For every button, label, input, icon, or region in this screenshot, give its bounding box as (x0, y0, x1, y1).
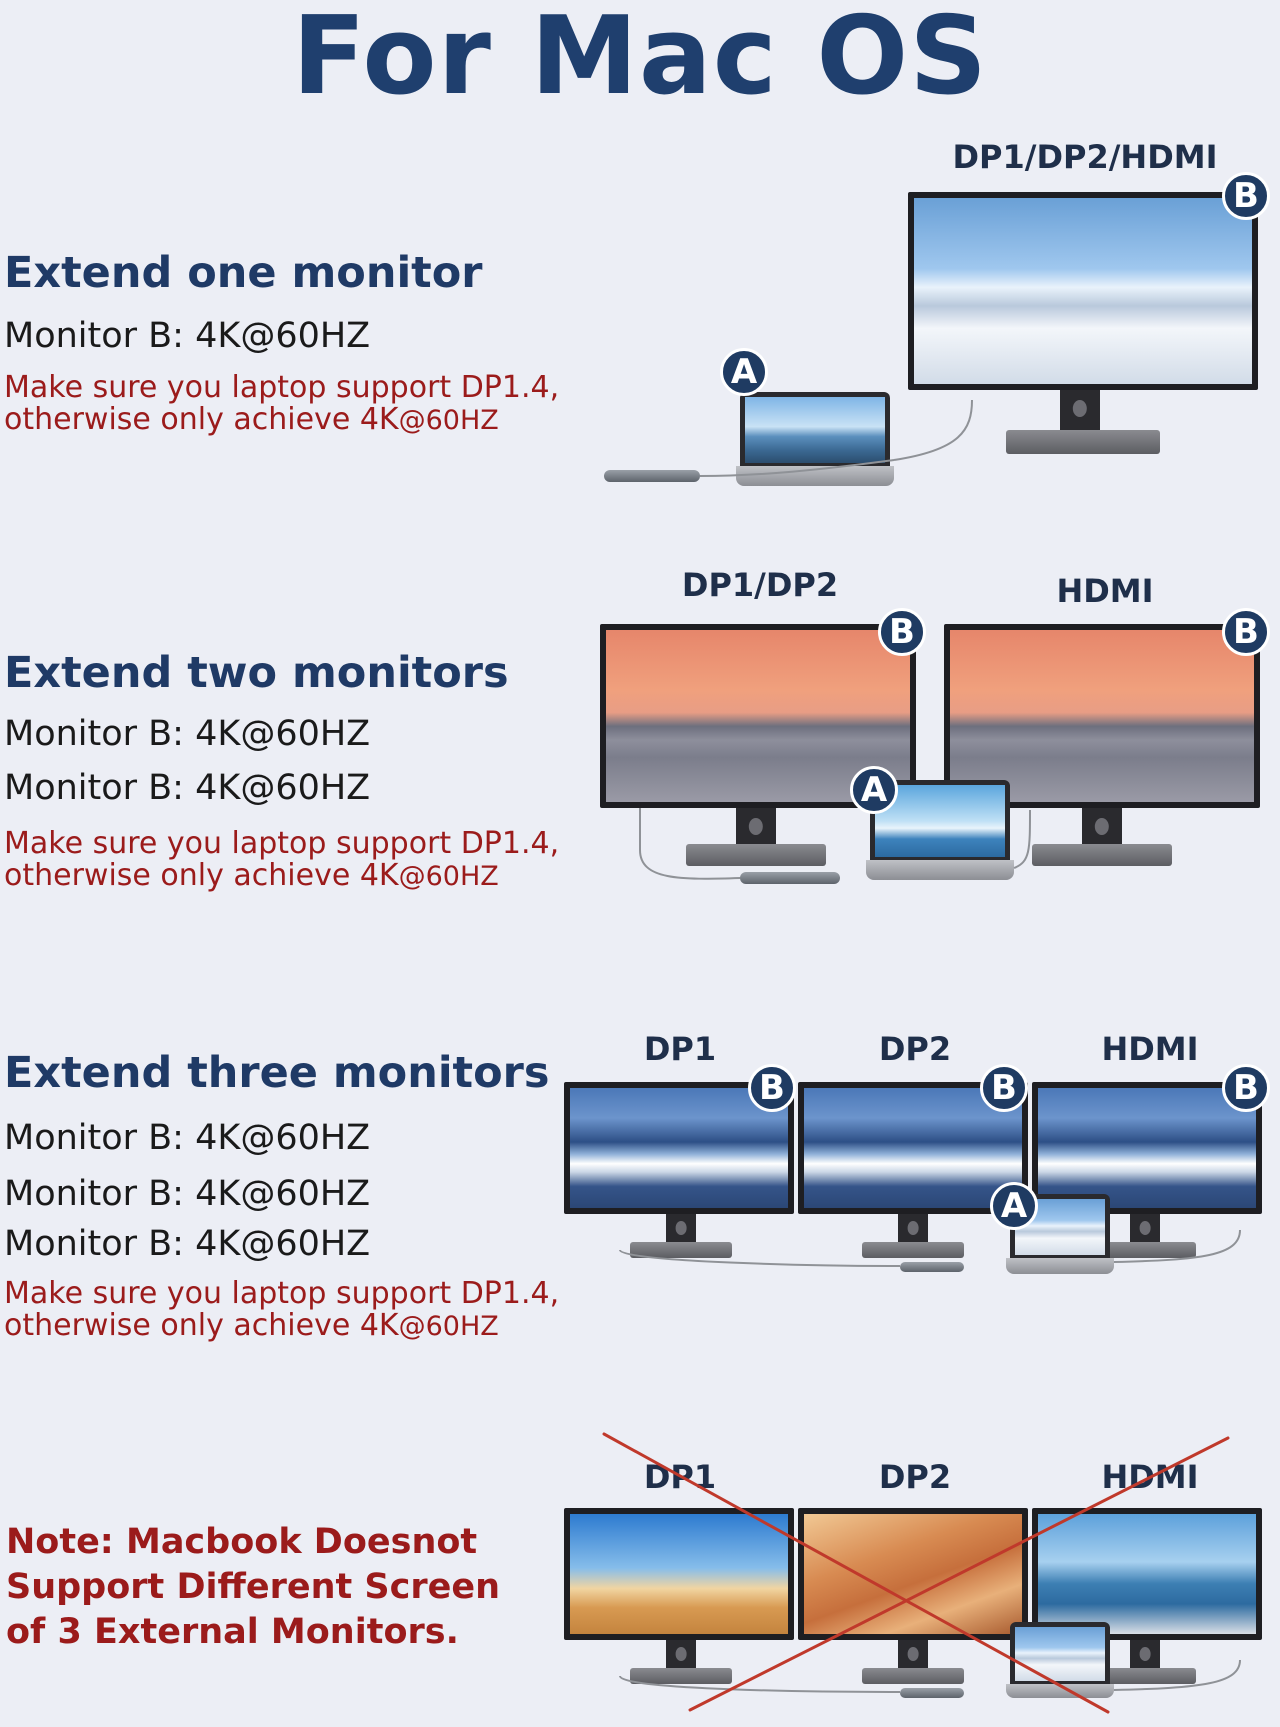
laptop-a (740, 392, 890, 466)
port-label-dp2: DP2 (878, 1458, 952, 1496)
warning-line-2-small: @60HZ (398, 405, 499, 436)
port-label-hdmi: HDMI (1101, 1458, 1199, 1496)
laptop-a-badge: A (850, 766, 898, 814)
laptop-a-badge: A (720, 348, 768, 396)
section-3-warning: Make sure you laptop support DP1.4, othe… (4, 1278, 559, 1343)
laptop-screen (1015, 1627, 1105, 1681)
monitor-screen (1038, 1514, 1256, 1634)
laptop-a-badge: A (990, 1182, 1038, 1230)
monitor-base (1006, 430, 1160, 454)
monitor-stand (1060, 390, 1100, 434)
monitor-screen (914, 198, 1252, 384)
usb-c-hub (900, 1688, 964, 1698)
warning-line-2-main: otherwise only achieve 4K (4, 1308, 399, 1343)
cable (893, 399, 973, 461)
monitor-desert (564, 1508, 794, 1640)
cable (1013, 809, 1031, 869)
section-1-spec-1: Monitor B: 4K@60HZ (4, 316, 371, 356)
note-line-3: of 3 External Monitors. (6, 1612, 459, 1652)
port-label-dp1: DP1 (643, 1030, 717, 1068)
warning-line-2-main: otherwise only achieve 4K (4, 858, 399, 893)
monitor-b-2 (798, 1082, 1028, 1214)
monitor-b-badge: B (980, 1064, 1028, 1112)
monitor-base (862, 1668, 964, 1684)
monitor-screen (570, 1514, 788, 1634)
monitor-screen (950, 630, 1254, 802)
laptop-base (736, 466, 894, 486)
note-line-2: Support Different Screen (6, 1567, 501, 1607)
note-line-1: Note: Macbook Doesnot (6, 1522, 478, 1562)
monitor-dune (798, 1508, 1028, 1640)
port-label-dp1: DP1 (643, 1458, 717, 1496)
warning-line-1: Make sure you laptop support DP1.4, (4, 370, 560, 405)
section-3-heading: Extend three monitors (4, 1048, 550, 1098)
monitor-screen (1038, 1088, 1256, 1208)
laptop (1010, 1622, 1110, 1684)
mac-limitation-note: Note: Macbook Doesnot Support Different … (6, 1520, 500, 1655)
section-3-spec-1: Monitor B: 4K@60HZ (4, 1118, 371, 1158)
monitor-b (908, 192, 1258, 390)
monitor-b-right (944, 624, 1260, 808)
monitor-b-badge: B (878, 608, 926, 656)
port-label-dp1-dp2: DP1/DP2 (681, 566, 839, 604)
section-1-heading: Extend one monitor (4, 248, 483, 298)
monitor-base (862, 1242, 964, 1258)
page-title: For Mac OS (291, 0, 989, 119)
usb-c-hub (740, 872, 840, 884)
port-label-dp1-dp2-hdmi: DP1/DP2/HDMI (952, 138, 1218, 176)
port-label-hdmi: HDMI (1056, 572, 1154, 610)
section-1-warning: Make sure you laptop support DP1.4, othe… (4, 372, 559, 437)
section-2-heading: Extend two monitors (4, 648, 509, 698)
monitor-b-badge: B (748, 1064, 796, 1112)
monitor-base (686, 844, 826, 866)
monitor-b-left (600, 624, 916, 808)
monitor-base (1032, 844, 1172, 866)
warning-line-2: otherwise only achieve 4K@60HZ (4, 1310, 559, 1343)
warning-line-1: Make sure you laptop support DP1.4, (4, 1276, 560, 1311)
warning-line-2: otherwise only achieve 4K@60HZ (4, 860, 559, 893)
monitor-screen (570, 1088, 788, 1208)
warning-line-2: otherwise only achieve 4K@60HZ (4, 404, 559, 437)
monitor-b-badge: B (1222, 608, 1270, 656)
usb-c-hub (604, 470, 700, 482)
section-2-spec-1: Monitor B: 4K@60HZ (4, 714, 371, 754)
section-3-spec-2: Monitor B: 4K@60HZ (4, 1174, 371, 1214)
warning-line-2-main: otherwise only achieve 4K (4, 402, 399, 437)
laptop-screen (745, 397, 885, 463)
monitor-b-3 (1032, 1082, 1262, 1214)
monitor-b-badge: B (1222, 1064, 1270, 1112)
section-2-spec-2: Monitor B: 4K@60HZ (4, 768, 371, 808)
monitor-screen (804, 1514, 1022, 1634)
warning-line-2-small: @60HZ (398, 1311, 499, 1342)
monitor-base (630, 1242, 732, 1258)
laptop-base (866, 860, 1014, 880)
warning-line-2-small: @60HZ (398, 861, 499, 892)
port-label-dp2: DP2 (878, 1030, 952, 1068)
monitor-b-badge: B (1222, 172, 1270, 220)
usb-c-hub (900, 1262, 964, 1272)
laptop-a (1010, 1194, 1110, 1258)
warning-line-1: Make sure you laptop support DP1.4, (4, 826, 560, 861)
monitor-screen (804, 1088, 1022, 1208)
section-2-warning: Make sure you laptop support DP1.4, othe… (4, 828, 559, 893)
laptop-base (1006, 1684, 1114, 1698)
port-label-hdmi: HDMI (1101, 1030, 1199, 1068)
laptop-base (1006, 1258, 1114, 1274)
monitor-lake (1032, 1508, 1262, 1640)
monitor-base (630, 1668, 732, 1684)
section-3-spec-3: Monitor B: 4K@60HZ (4, 1224, 371, 1264)
